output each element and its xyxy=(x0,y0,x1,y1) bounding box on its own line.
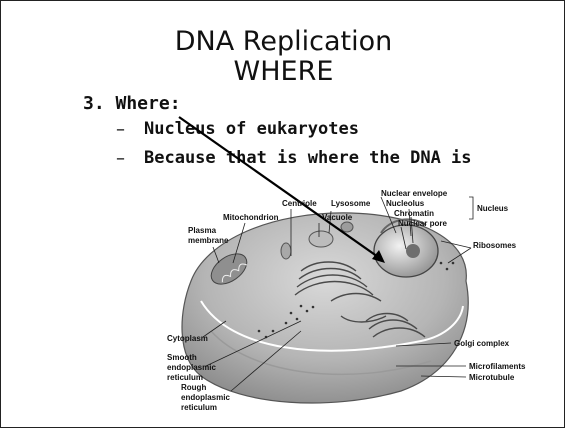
label-nucleolus: Nucleolus xyxy=(386,199,425,208)
label-vacuole: Vacuole xyxy=(322,213,353,222)
label-plasma: Plasma xyxy=(188,226,217,235)
label-centriole: Centriole xyxy=(282,199,317,208)
label-lysosome: Lysosome xyxy=(331,199,371,208)
label-nuclear-envelope: Nuclear envelope xyxy=(381,189,448,198)
label-mitochondrion: Mitochondrion xyxy=(223,213,279,222)
label-nuclear-pore: Nuclear pore xyxy=(398,219,447,228)
label-smooth: Smooth xyxy=(167,353,197,362)
label-golgi-complex: Golgi complex xyxy=(454,339,510,348)
label-endoplasmic-1: endoplasmic xyxy=(167,363,216,372)
label-rough: Rough xyxy=(181,383,206,392)
label-reticulum-1: reticulum xyxy=(167,373,203,382)
label-membrane: membrane xyxy=(188,236,229,245)
label-microtubule: Microtubule xyxy=(469,373,515,382)
label-cytoplasm: Cytoplasm xyxy=(167,334,208,343)
label-endoplasmic-2: endoplasmic xyxy=(181,393,230,402)
label-ribosomes: Ribosomes xyxy=(473,241,517,250)
label-reticulum-2: reticulum xyxy=(181,403,217,412)
label-microfilaments: Microfilaments xyxy=(469,362,526,371)
label-chromatin: Chromatin xyxy=(394,209,434,218)
label-nucleus: Nucleus xyxy=(477,204,509,213)
